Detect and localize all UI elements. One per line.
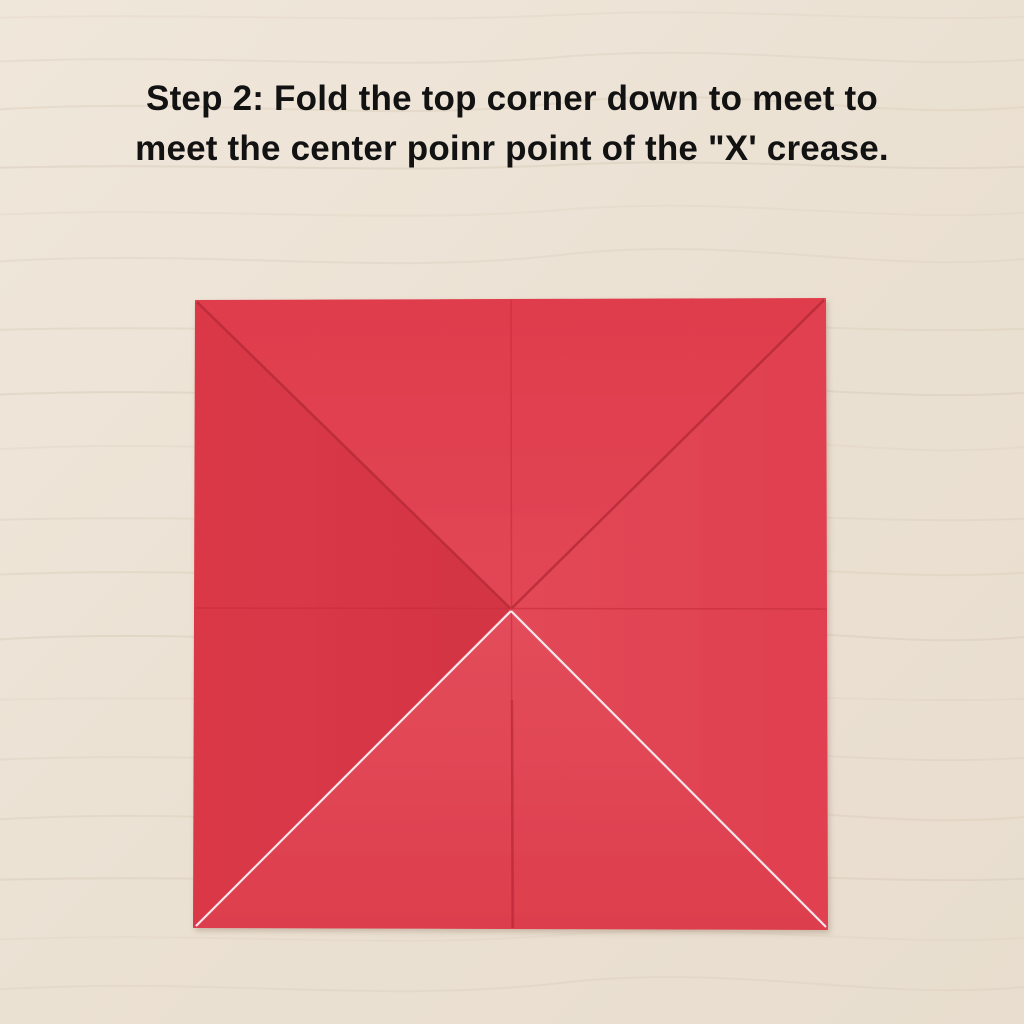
diagonal-crease-top-left — [196, 301, 511, 609]
diagonal-crease-top-right — [511, 299, 825, 609]
wood-grain-line — [0, 51, 1024, 64]
step-instruction-caption: Step 2: Fold the top corner down to meet… — [0, 74, 1024, 174]
wood-grain-line — [0, 95, 1024, 113]
wood-grain-line — [0, 11, 1024, 20]
paper-right-triangle — [511, 298, 828, 930]
diagonal-crease-bottom-right — [510, 610, 827, 928]
crease-lines — [194, 299, 828, 929]
lower-vertical-fold-shadow — [510, 699, 515, 929]
caption-line-1: Step 2: Fold the top corner down to meet… — [146, 79, 878, 118]
caption-line-2: meet the center poinr point of the "X' c… — [135, 129, 889, 168]
wood-grain-line — [0, 247, 1024, 265]
wood-grain-line — [0, 929, 1024, 942]
wood-grain-line — [0, 975, 1024, 993]
wood-grain-line — [0, 204, 1024, 217]
wood-grain-line — [0, 161, 1024, 170]
diagonal-crease-bottom-left — [195, 610, 512, 927]
horizontal-crease — [194, 607, 828, 610]
paper-bottom-triangle — [193, 609, 828, 930]
paper-left-triangle — [193, 300, 511, 928]
